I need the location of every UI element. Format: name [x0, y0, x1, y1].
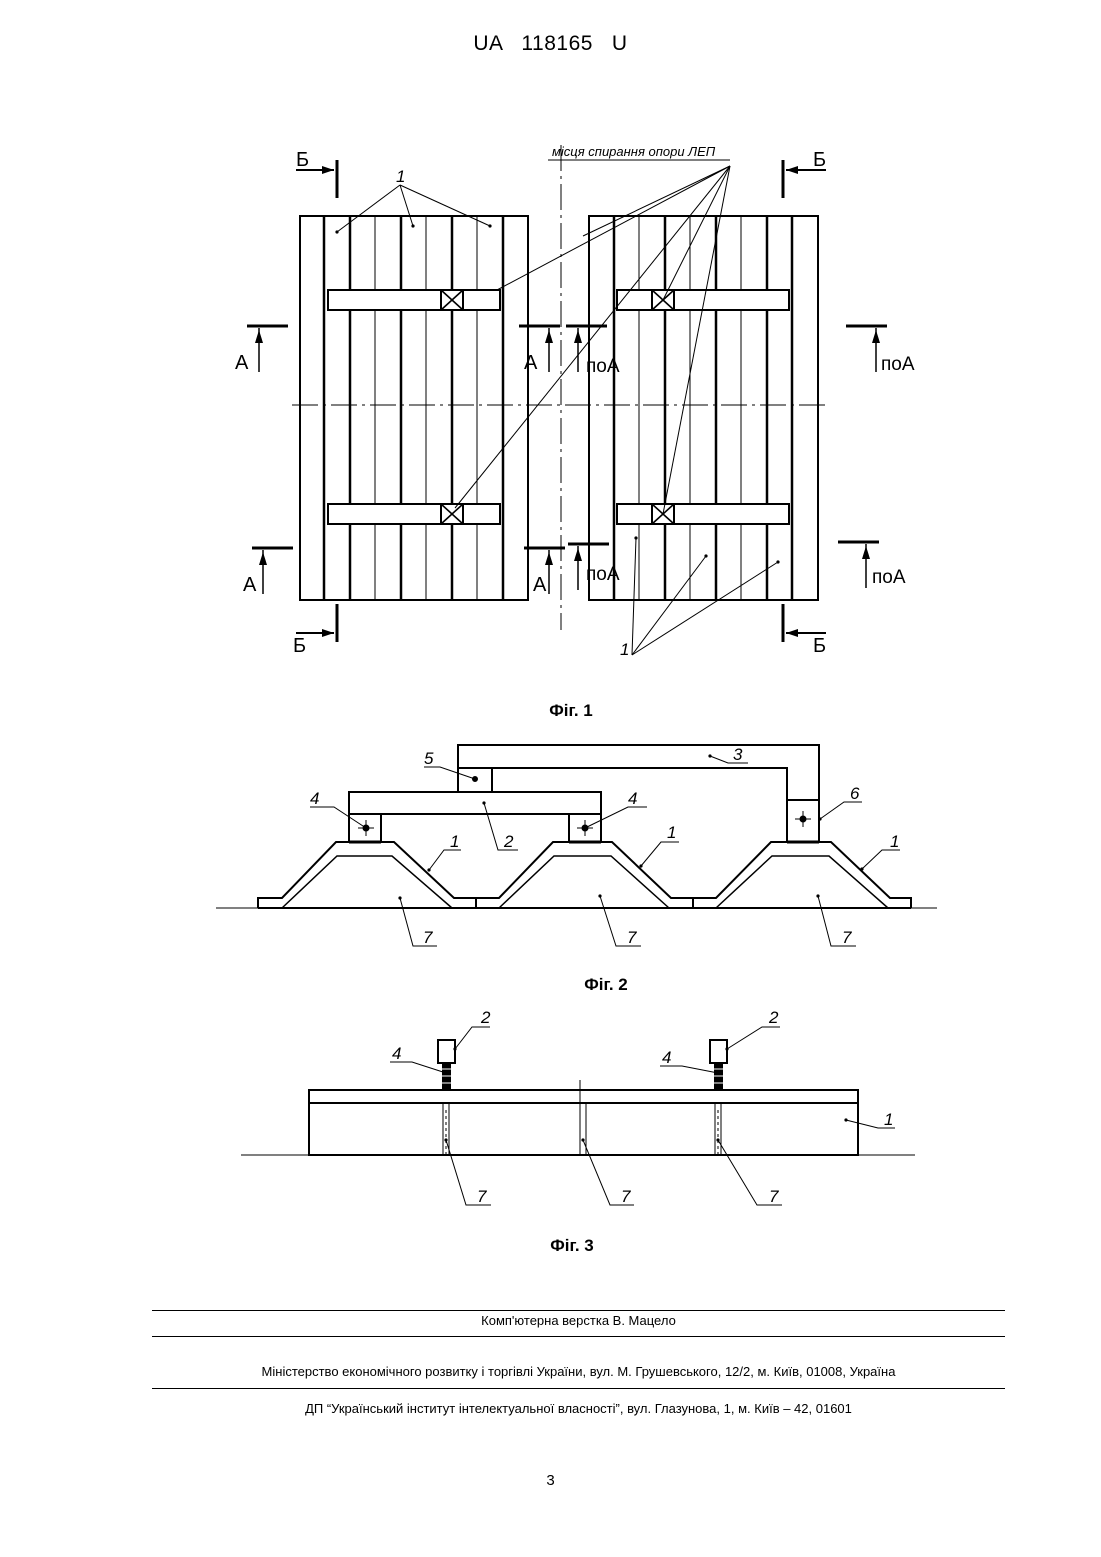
footer-rule-1 — [152, 1310, 1005, 1311]
label-poa-2: поА — [881, 354, 915, 375]
label-1-bottom: 1 — [620, 640, 629, 659]
footer-institute: ДП “Український інститут інтелектуальної… — [152, 1401, 1005, 1416]
label-a-1: А — [235, 352, 249, 374]
figure-3-caption: Фіг. 3 — [550, 1236, 594, 1255]
annotation-support-points: місця спирання опори ЛЕП — [552, 144, 716, 159]
label-poa-1: поА — [586, 356, 620, 377]
label-poa-3: поА — [586, 564, 620, 585]
fig2-label-1a: 1 — [450, 832, 459, 851]
leader-lines-fig1 — [337, 160, 778, 655]
page-number: 3 — [0, 1472, 1101, 1489]
fig3-label-4a: 4 — [392, 1044, 401, 1063]
label-b-br: Б — [813, 635, 826, 657]
figure-1-labels: місця спирання опори ЛЕП 1 1 Б Б Б Б А А… — [235, 144, 915, 659]
fig2-label-7c: 7 — [842, 928, 852, 947]
label-a-4: А — [533, 574, 547, 596]
footer-ministry: Міністерство економічного розвитку і тор… — [152, 1364, 1005, 1379]
fig2-label-2: 2 — [503, 832, 514, 851]
fig3-label-1: 1 — [884, 1110, 893, 1129]
figure-1-caption: Фіг. 1 — [549, 701, 593, 720]
figure-2 — [216, 745, 937, 946]
label-b-tr: Б — [813, 149, 826, 171]
fig2-label-5: 5 — [424, 749, 434, 768]
fig2-label-4a: 4 — [310, 789, 319, 808]
footer-rule-2 — [152, 1336, 1005, 1337]
fig3-label-2a: 2 — [480, 1008, 491, 1027]
label-a-3: А — [243, 574, 257, 596]
fig2-label-4b: 4 — [628, 789, 637, 808]
fig3-label-7c: 7 — [769, 1187, 779, 1206]
figure-3 — [241, 1027, 915, 1205]
left-mat — [300, 216, 528, 600]
footer-rule-3 — [152, 1388, 1005, 1389]
fig3-label-2b: 2 — [768, 1008, 779, 1027]
figure-2-caption: Фіг. 2 — [584, 975, 628, 994]
right-mat — [589, 216, 818, 600]
label-b-bl: Б — [293, 635, 306, 657]
fig2-label-1c: 1 — [890, 832, 899, 851]
fig2-label-6: 6 — [850, 784, 860, 803]
label-b-tl: Б — [296, 149, 309, 171]
fig3-label-4b: 4 — [662, 1048, 671, 1067]
fig3-label-7b: 7 — [621, 1187, 631, 1206]
label-a-2: А — [524, 352, 538, 374]
fig2-label-7b: 7 — [627, 928, 637, 947]
fig2-label-7a: 7 — [423, 928, 433, 947]
fig2-label-1b: 1 — [667, 823, 676, 842]
label-1-top: 1 — [396, 167, 405, 186]
figure-3-labels: 2 2 4 4 1 7 7 7 — [392, 1008, 893, 1206]
fig2-label-3: 3 — [733, 745, 743, 764]
footer-layout-credit: Комп'ютерна верстка В. Мацело — [152, 1313, 1005, 1328]
figure-1 — [247, 145, 887, 655]
label-poa-4: поА — [872, 567, 906, 588]
fig3-label-7a: 7 — [477, 1187, 487, 1206]
